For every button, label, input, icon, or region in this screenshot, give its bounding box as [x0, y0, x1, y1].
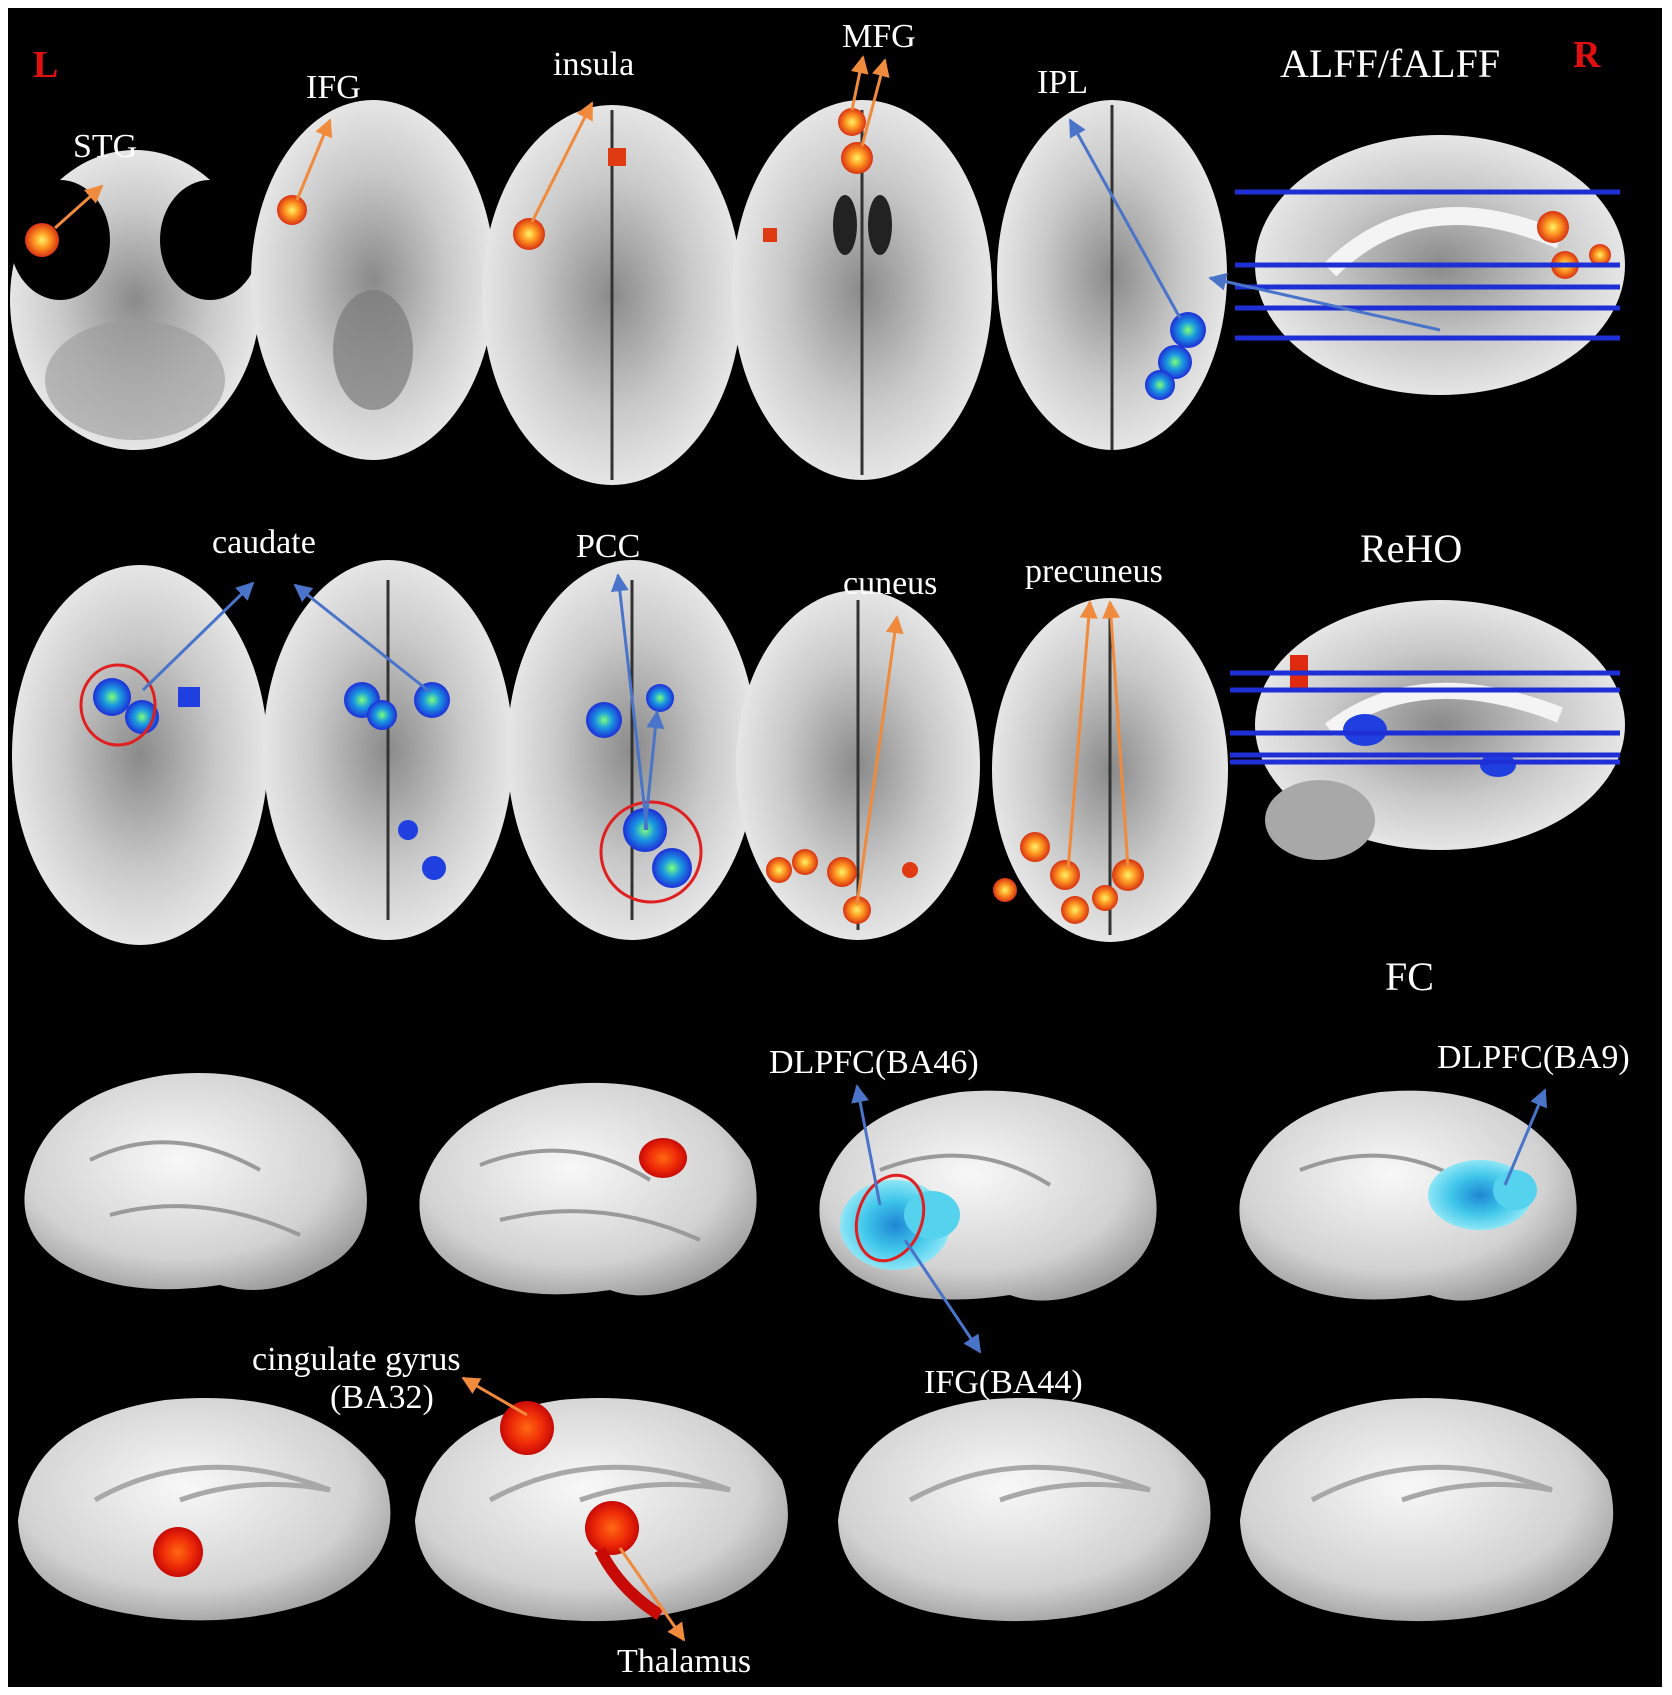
lateral-surface-1 — [24, 1073, 367, 1290]
ipl-deactivation-2 — [1158, 345, 1192, 379]
right-hemisphere-label: R — [1573, 34, 1601, 76]
lateral-surface-2 — [419, 1082, 757, 1296]
sagittal-view-reho — [1230, 600, 1625, 860]
axial-slice-4 — [732, 100, 992, 480]
pcc-deactivation-2 — [646, 684, 674, 712]
precuneus-activation-6 — [1092, 885, 1118, 911]
lateral-surface-3 — [819, 1090, 1157, 1301]
cuneus-label: cuneus — [843, 565, 937, 602]
cuneus-activation-4 — [843, 896, 871, 924]
pcc-label: PCC — [576, 528, 640, 565]
precuneus-activation-3 — [1112, 859, 1144, 891]
pcc-highlight-circle — [599, 800, 703, 904]
precuneus-label: precuneus — [1025, 553, 1163, 590]
small-deactivation-2 — [422, 856, 446, 880]
mfg-activation-1 — [838, 108, 866, 136]
dlpfc-ba46-highlight-circle — [854, 1173, 926, 1263]
caudate-highlight-circle — [79, 663, 157, 747]
precuneus-activation-4 — [993, 878, 1017, 902]
cuneus-activation-5 — [902, 862, 918, 878]
insula-secondary-activation — [608, 148, 626, 166]
mfg-activation-2 — [841, 142, 873, 174]
caudate-label: caudate — [212, 524, 316, 561]
medial-surface-3 — [838, 1397, 1211, 1622]
small-deactivation-1 — [398, 820, 418, 840]
pcc-deactivation-1 — [586, 702, 622, 738]
fc-section-title: FC — [1385, 954, 1434, 999]
caudate-deactivation-5 — [367, 700, 397, 730]
medial-surface-1 — [18, 1397, 391, 1621]
ifg-ba44-label: IFG(BA44) — [924, 1364, 1083, 1401]
axial-slice-5 — [997, 100, 1227, 450]
cingulate-gyrus-label: cingulate gyrus — [252, 1341, 461, 1378]
precuneus-activation-1 — [1020, 832, 1050, 862]
dlpfc-ba9-label: DLPFC(BA9) — [1437, 1039, 1630, 1076]
reho-section-title: ReHO — [1360, 526, 1462, 571]
insula-label: insula — [553, 46, 634, 83]
pcc-deactivation-4 — [652, 848, 692, 888]
cuneus-activation-3 — [827, 857, 857, 887]
precuneus-activation-5 — [1061, 896, 1089, 924]
cuneus-activation-2 — [792, 849, 818, 875]
axial-slice-2 — [251, 100, 495, 460]
stg-label: STG — [73, 128, 137, 165]
cingulate-ba32-label: (BA32) — [330, 1379, 434, 1416]
caudate-deactivation-3 — [178, 687, 200, 707]
thalamus-label: Thalamus — [617, 1643, 751, 1680]
dlpfc-ba46-label: DLPFC(BA46) — [769, 1044, 979, 1081]
axial-slice-6 — [12, 565, 268, 945]
caudate-deactivation-6 — [414, 682, 450, 718]
stg-activation — [25, 223, 59, 257]
medial-surface-4 — [1240, 1397, 1614, 1622]
axial-slice-1 — [10, 150, 260, 450]
mfg-secondary-activation — [763, 228, 777, 242]
alff-section-title: ALFF/fALFF — [1280, 41, 1500, 86]
ifg-activation — [277, 195, 307, 225]
cuneus-activation-1 — [766, 857, 792, 883]
mfg-label: MFG — [842, 18, 916, 55]
precuneus-activation-2 — [1050, 860, 1080, 890]
ipl-label: IPL — [1037, 64, 1088, 101]
caudate-deactivation-1 — [93, 678, 131, 716]
ipl-deactivation-1 — [1170, 312, 1206, 348]
insula-activation — [513, 218, 545, 250]
axial-slice-3 — [482, 105, 742, 485]
medial-surface-2 — [415, 1397, 788, 1622]
lateral-surface-4 — [1239, 1090, 1577, 1301]
sagittal-view-alff — [1235, 135, 1625, 395]
left-hemisphere-label: L — [33, 44, 58, 86]
ipl-deactivation-3 — [1145, 370, 1175, 400]
ifg-label: IFG — [306, 69, 361, 106]
